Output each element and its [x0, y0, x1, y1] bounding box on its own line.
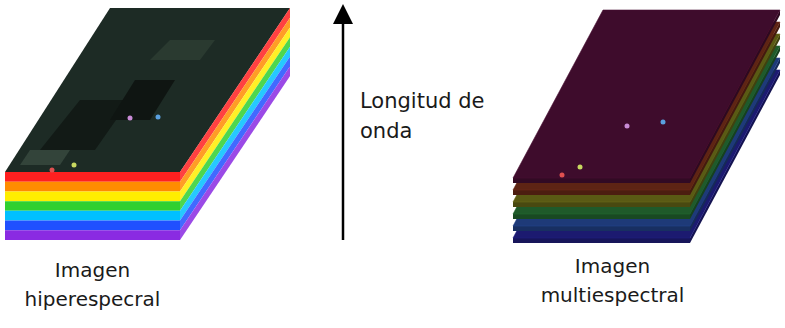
axis-label: Longitud de onda — [360, 86, 485, 147]
multispectral-stack — [513, 10, 780, 243]
image-caption: Imagen multiespectral — [520, 252, 705, 310]
image-caption: Imagen hiperespecral — [5, 256, 180, 314]
hyperspectral-cube — [5, 8, 290, 240]
wavelength-arrow — [342, 14, 345, 240]
